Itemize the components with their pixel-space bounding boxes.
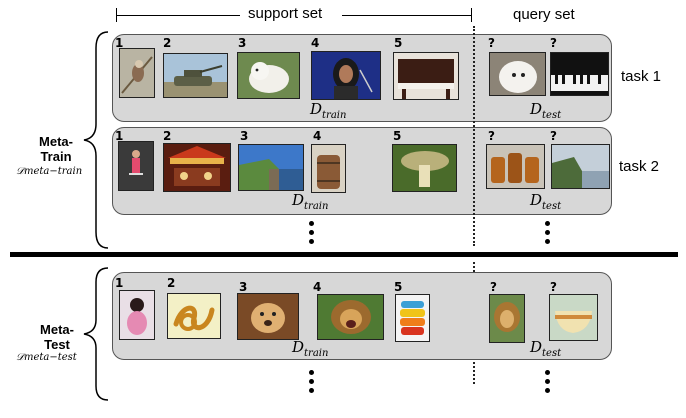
test-query-num-2: ?	[550, 280, 557, 294]
more-test-tasks-dots-support	[309, 370, 315, 397]
task1-image-piano	[393, 52, 459, 100]
task1-image-singer	[311, 51, 381, 100]
task2-support-num-1: 1	[115, 129, 124, 143]
meta-train-subscript: 𝒟meta−train	[16, 166, 83, 177]
test-image-dog	[237, 293, 299, 340]
task1-query-image-piano	[550, 52, 609, 96]
test-d-train: Dtrain	[292, 338, 329, 359]
task1-image-dog	[237, 52, 300, 99]
task1-query-num-1: ?	[488, 36, 495, 50]
support-set-label: support set	[248, 5, 323, 22]
task2-support-num-3: 3	[240, 129, 249, 143]
meta-test-label: Meta- Test	[40, 322, 74, 352]
task1-image-bird	[119, 48, 155, 98]
meta-test-brace	[83, 267, 109, 401]
task-2-label: task 2	[619, 158, 660, 175]
query-set-label: query set	[513, 6, 575, 23]
more-tasks-dots-support	[309, 221, 315, 248]
task1-query-image-dog	[489, 52, 546, 96]
task2-support-num-2: 2	[163, 129, 172, 143]
task2-query-image-cliff	[551, 144, 610, 189]
train-test-divider	[10, 252, 678, 257]
more-test-tasks-dots-query	[545, 370, 551, 397]
test-support-num-4: 4	[313, 280, 322, 294]
task2-query-image-barrels	[486, 144, 545, 189]
task1-query-num-2: ?	[550, 36, 557, 50]
test-support-num-2: 2	[167, 276, 176, 290]
more-tasks-dots-query	[545, 221, 551, 248]
task2-support-num-4: 4	[313, 129, 322, 143]
task1-d-train: Dtrain	[310, 100, 347, 121]
test-support-num-5: 5	[394, 280, 403, 294]
test-query-image-lion	[489, 294, 525, 343]
task2-support-num-5: 5	[393, 129, 402, 143]
test-image-lion	[317, 294, 384, 340]
test-query-image-bowl	[549, 294, 598, 341]
task2-d-train: Dtrain	[292, 191, 329, 212]
task2-image-cliff	[238, 144, 304, 191]
task2-query-num-1: ?	[488, 129, 495, 143]
task2-image-mushroom	[392, 144, 457, 192]
task2-image-barrel	[311, 144, 346, 193]
test-support-num-1: 1	[115, 276, 124, 290]
meta-test-subscript: 𝒟meta−test	[16, 352, 77, 363]
task1-support-num-5: 5	[394, 36, 403, 50]
meta-train-brace	[83, 31, 109, 249]
task2-image-carousel	[163, 143, 231, 192]
task1-support-num-1: 1	[115, 36, 124, 50]
task1-image-tank	[163, 53, 228, 98]
task-1-label: task 1	[621, 68, 662, 85]
task2-image-gymnast	[118, 141, 154, 191]
task2-query-num-2: ?	[550, 129, 557, 143]
test-image-bowls	[395, 294, 430, 342]
task1-support-num-4: 4	[311, 36, 320, 50]
test-d-test: Dtest	[530, 338, 562, 359]
task1-support-num-3: 3	[238, 36, 247, 50]
test-image-knot	[167, 293, 221, 339]
support-query-separator-train	[473, 26, 475, 246]
task2-d-test: Dtest	[530, 191, 562, 212]
test-query-num-1: ?	[490, 280, 497, 294]
task1-support-num-2: 2	[163, 36, 172, 50]
test-image-person	[119, 290, 155, 340]
task1-d-test: Dtest	[530, 100, 562, 121]
test-support-num-3: 3	[239, 280, 248, 294]
meta-train-label: Meta- Train	[39, 134, 73, 164]
